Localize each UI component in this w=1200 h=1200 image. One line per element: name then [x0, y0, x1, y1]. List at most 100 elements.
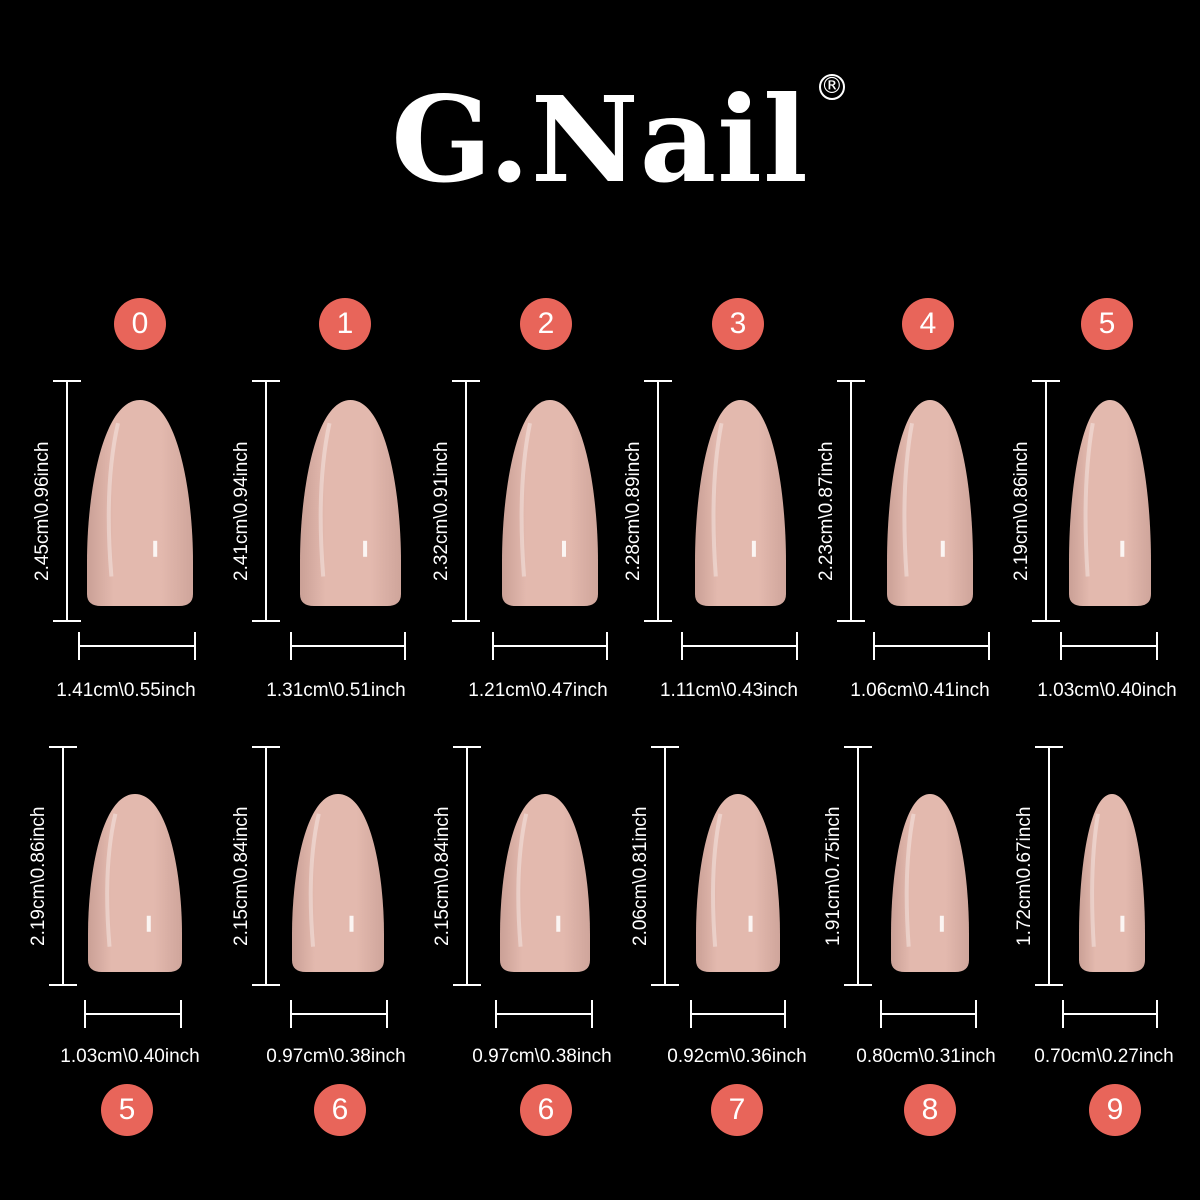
nail-highlight: [105, 813, 118, 947]
width-label: 0.97cm\0.38inch: [472, 1046, 612, 1067]
length-label: 1.91cm\0.75inch: [823, 806, 844, 946]
length-label: 2.28cm\0.89inch: [623, 441, 644, 581]
nail-glint: [1120, 915, 1125, 932]
nail-tip-shape: [502, 400, 598, 606]
length-dimension-line: [53, 380, 81, 622]
size-badge: 9: [1089, 1084, 1141, 1136]
size-badge: 3: [712, 298, 764, 350]
nail-highlight: [904, 813, 916, 947]
length-dimension-line: [252, 746, 280, 986]
nail-tip-image: [1067, 398, 1153, 613]
nail-tip-shape: [500, 794, 590, 972]
nail-highlight: [1090, 813, 1100, 947]
nail-glint: [349, 915, 354, 932]
length-label: 2.15cm\0.84inch: [432, 806, 453, 946]
width-dimension-line: [681, 632, 798, 660]
length-dimension-line: [837, 380, 865, 622]
nail-glint: [153, 540, 158, 557]
nail-highlight: [318, 422, 331, 577]
length-label: 2.19cm\0.86inch: [28, 806, 49, 946]
width-dimension-line: [495, 1000, 593, 1028]
width-dimension-line: [290, 1000, 388, 1028]
length-dimension-line: [1032, 380, 1060, 622]
length-dimension-line: [651, 746, 679, 986]
length-label: 1.72cm\0.67inch: [1014, 806, 1035, 946]
nail-tip-shape: [694, 400, 786, 606]
nail-tip-shape: [891, 794, 969, 972]
width-label: 0.97cm\0.38inch: [266, 1046, 406, 1067]
nail-highlight: [710, 422, 723, 577]
registered-mark: ®: [818, 74, 845, 100]
width-dimension-line: [1062, 1000, 1158, 1028]
nail-tip-image: [693, 398, 788, 613]
width-label: 1.21cm\0.47inch: [468, 680, 608, 701]
length-dimension-line: [1035, 746, 1063, 986]
width-label: 1.06cm\0.41inch: [850, 680, 990, 701]
width-dimension-line: [1060, 632, 1158, 660]
size-badge: 0: [114, 298, 166, 350]
nail-tip-image: [889, 792, 971, 979]
length-dimension-line: [844, 746, 872, 986]
nail-glint: [748, 915, 753, 932]
width-dimension-line: [690, 1000, 786, 1028]
nail-tip-shape: [299, 400, 401, 606]
nail-glint: [940, 540, 945, 557]
nail-glint: [751, 540, 756, 557]
nail-tip-shape: [88, 794, 182, 972]
length-label: 2.45cm\0.96inch: [32, 441, 53, 581]
nail-highlight: [902, 422, 914, 577]
size-badge: 1: [319, 298, 371, 350]
width-label: 1.11cm\0.43inch: [659, 680, 798, 701]
size-badge: 5: [1081, 298, 1133, 350]
width-label: 1.41cm\0.55inch: [56, 680, 196, 701]
size-badge: 6: [520, 1084, 572, 1136]
nail-glint: [939, 915, 944, 932]
brand-logo: G.Nail®: [0, 70, 1200, 210]
width-label: 0.70cm\0.27inch: [1034, 1046, 1174, 1067]
width-label: 1.03cm\0.40inch: [60, 1046, 200, 1067]
nail-tip-image: [694, 792, 782, 979]
nail-highlight: [1083, 422, 1095, 577]
length-dimension-line: [452, 380, 480, 622]
nail-glint: [556, 915, 561, 932]
nail-tip-image: [498, 792, 592, 979]
nail-highlight: [106, 422, 120, 577]
nail-highlight: [710, 813, 723, 947]
size-badge: 6: [314, 1084, 366, 1136]
width-label: 0.80cm\0.31inch: [856, 1046, 996, 1067]
length-label: 2.06cm\0.81inch: [630, 806, 651, 946]
nail-glint: [562, 540, 566, 557]
width-label: 1.31cm\0.51inch: [266, 680, 406, 701]
nail-tip-shape: [1069, 400, 1151, 606]
nail-tip-image: [500, 398, 600, 613]
nail-tip-image: [885, 398, 975, 613]
brand-name: G.Nail®: [391, 70, 845, 209]
nail-tip-image: [1077, 792, 1147, 979]
length-label: 2.23cm\0.87inch: [816, 441, 837, 581]
nail-tip-shape: [696, 794, 780, 972]
width-dimension-line: [78, 632, 196, 660]
nail-tip-shape: [887, 400, 973, 606]
width-dimension-line: [880, 1000, 977, 1028]
length-label: 2.32cm\0.91inch: [431, 441, 452, 581]
width-dimension-line: [873, 632, 990, 660]
width-dimension-line: [290, 632, 406, 660]
size-badge: 5: [101, 1084, 153, 1136]
nail-glint: [362, 540, 367, 557]
length-dimension-line: [453, 746, 481, 986]
nail-tip-image: [85, 398, 195, 613]
nail-highlight: [519, 422, 532, 577]
length-dimension-line: [252, 380, 280, 622]
size-badge: 2: [520, 298, 572, 350]
width-label: 0.92cm\0.36inch: [667, 1046, 807, 1067]
width-dimension-line: [492, 632, 608, 660]
length-label: 2.15cm\0.84inch: [231, 806, 252, 946]
length-label: 2.41cm\0.94inch: [231, 441, 252, 581]
width-label: 1.03cm\0.40inch: [1037, 680, 1177, 701]
nail-highlight: [516, 813, 529, 947]
size-badge: 4: [902, 298, 954, 350]
size-badge: 7: [711, 1084, 763, 1136]
nail-tip-image: [86, 792, 184, 979]
length-dimension-line: [644, 380, 672, 622]
length-label: 2.19cm\0.86inch: [1011, 441, 1032, 581]
